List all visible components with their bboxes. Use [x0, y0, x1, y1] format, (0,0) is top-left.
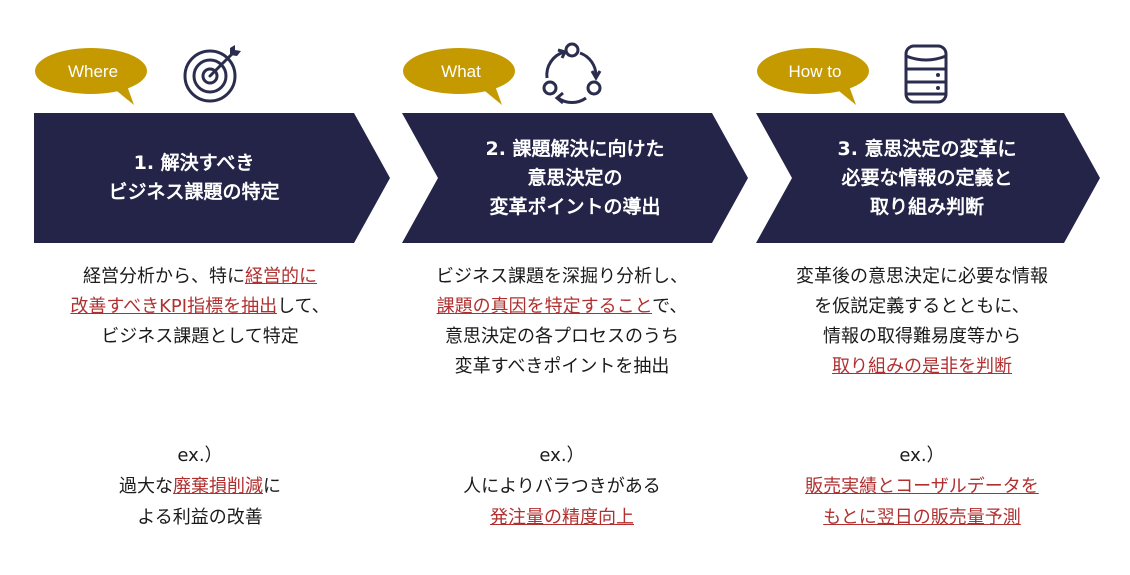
text-segment: して、	[277, 296, 330, 317]
text-segment: 経営分析から、特に	[83, 266, 245, 287]
tag-bubble-where: Where	[34, 47, 152, 109]
text-line: 発注量の精度向上	[392, 502, 732, 533]
text-line: 意思決定の各プロセスのうち	[392, 322, 732, 352]
text-line: 取り組みの是非を判断	[752, 352, 1092, 382]
highlighted-text: 課題の真因を特定すること	[436, 296, 653, 317]
example-text: 販売実績とコーザルデータをもとに翌日の販売量予測	[752, 471, 1092, 533]
highlighted-text: もとに翌日の販売量予測	[823, 507, 1021, 528]
text-segment: 人によりバラつきがある	[463, 476, 661, 497]
text-segment: 変革すべきポイントを抽出	[454, 356, 670, 377]
step-chevron	[756, 113, 1100, 243]
step-title-line: 必要な情報の定義と	[841, 166, 1013, 189]
text-line: ビジネス課題を深掘り分析し、	[392, 262, 732, 292]
text-segment: ビジネス課題を深掘り分析し、	[436, 266, 688, 287]
tag-label: Where	[67, 62, 119, 81]
database-icon	[904, 44, 948, 104]
step-title-line: 2. 課題解決に向けた	[485, 137, 665, 160]
text-segment: 変革後の意思決定に必要な情報	[796, 266, 1048, 287]
example-text: 過大な廃棄損削減による利益の改善	[30, 471, 370, 533]
highlighted-text: 廃棄損削減	[173, 476, 263, 497]
text-line: 課題の真因を特定することで、	[392, 292, 732, 322]
target-icon	[183, 45, 241, 103]
tag-label: How to	[788, 62, 842, 81]
text-segment: よる利益の改善	[137, 507, 263, 528]
text-line: ビジネス課題として特定	[30, 322, 370, 352]
step-title-line: 取り組み判断	[869, 195, 984, 218]
text-line: 過大な廃棄損削減に	[30, 471, 370, 502]
step-title: 2. 課題解決に向けた 意思決定の 変革ポイントの導出	[430, 113, 720, 243]
highlighted-text: 経営的に	[245, 266, 317, 287]
example-label: ex.）	[539, 445, 585, 466]
highlighted-text: 改善すべきKPI指標を抽出	[70, 296, 278, 317]
step-description: 変革後の意思決定に必要な情報を仮説定義するとともに、情報の取得難易度等から取り組…	[752, 262, 1092, 382]
step-title: 3. 意思決定の変革に 必要な情報の定義と 取り組み判断	[782, 113, 1072, 243]
text-segment: 過大な	[119, 476, 173, 497]
highlighted-text: 発注量の精度向上	[490, 507, 634, 528]
text-line: 人によりバラつきがある	[392, 471, 732, 502]
tag-label: What	[441, 62, 481, 81]
step-example: ex.） 人によりバラつきがある発注量の精度向上	[392, 440, 732, 533]
example-label: ex.）	[899, 445, 945, 466]
highlighted-text: 販売実績とコーザルデータを	[805, 476, 1039, 497]
example-label: ex.）	[177, 445, 223, 466]
text-line: 変革後の意思決定に必要な情報	[752, 262, 1092, 292]
step-description: 経営分析から、特に経営的に改善すべきKPI指標を抽出して、ビジネス課題として特定	[30, 262, 370, 352]
text-line: 情報の取得難易度等から	[752, 322, 1092, 352]
text-line: 経営分析から、特に経営的に	[30, 262, 370, 292]
text-segment: で、	[652, 296, 688, 317]
text-segment: 意思決定の各プロセスのうち	[445, 326, 679, 347]
step-description: ビジネス課題を深掘り分析し、課題の真因を特定することで、意思決定の各プロセスのう…	[392, 262, 732, 382]
text-line: もとに翌日の販売量予測	[752, 502, 1092, 533]
step-title-line: 変革ポイントの導出	[489, 195, 661, 218]
text-line: 販売実績とコーザルデータを	[752, 471, 1092, 502]
text-line: 改善すべきKPI指標を抽出して、	[30, 292, 370, 322]
text-segment: に	[263, 476, 281, 497]
text-line: よる利益の改善	[30, 502, 370, 533]
text-line: を仮説定義するとともに、	[752, 292, 1092, 322]
text-line: 変革すべきポイントを抽出	[392, 352, 732, 382]
tag-bubble-how-to: How to	[756, 47, 874, 109]
step-title-line: 3. 意思決定の変革に	[837, 137, 1017, 160]
text-segment: 情報の取得難易度等から	[823, 326, 1021, 347]
cycle-icon	[542, 42, 602, 105]
text-segment: を仮説定義するとともに、	[814, 296, 1030, 317]
step-title-line: 1. 解決すべき	[133, 152, 255, 174]
step-title-line: 意思決定の	[527, 166, 623, 189]
example-text: 人によりバラつきがある発注量の精度向上	[392, 471, 732, 533]
highlighted-text: 取り組みの是非を判断	[832, 356, 1012, 377]
tag-bubble-what: What	[402, 47, 520, 109]
step-example: ex.） 過大な廃棄損削減による利益の改善	[30, 440, 370, 533]
step-example: ex.） 販売実績とコーザルデータをもとに翌日の販売量予測	[752, 440, 1092, 533]
step-chevron	[402, 113, 748, 243]
step-chevron	[34, 113, 390, 243]
step-title-line: ビジネス課題の特定	[108, 181, 280, 203]
text-segment: ビジネス課題として特定	[101, 326, 299, 347]
step-title: 1. 解決すべき ビジネス課題の特定	[34, 113, 354, 243]
